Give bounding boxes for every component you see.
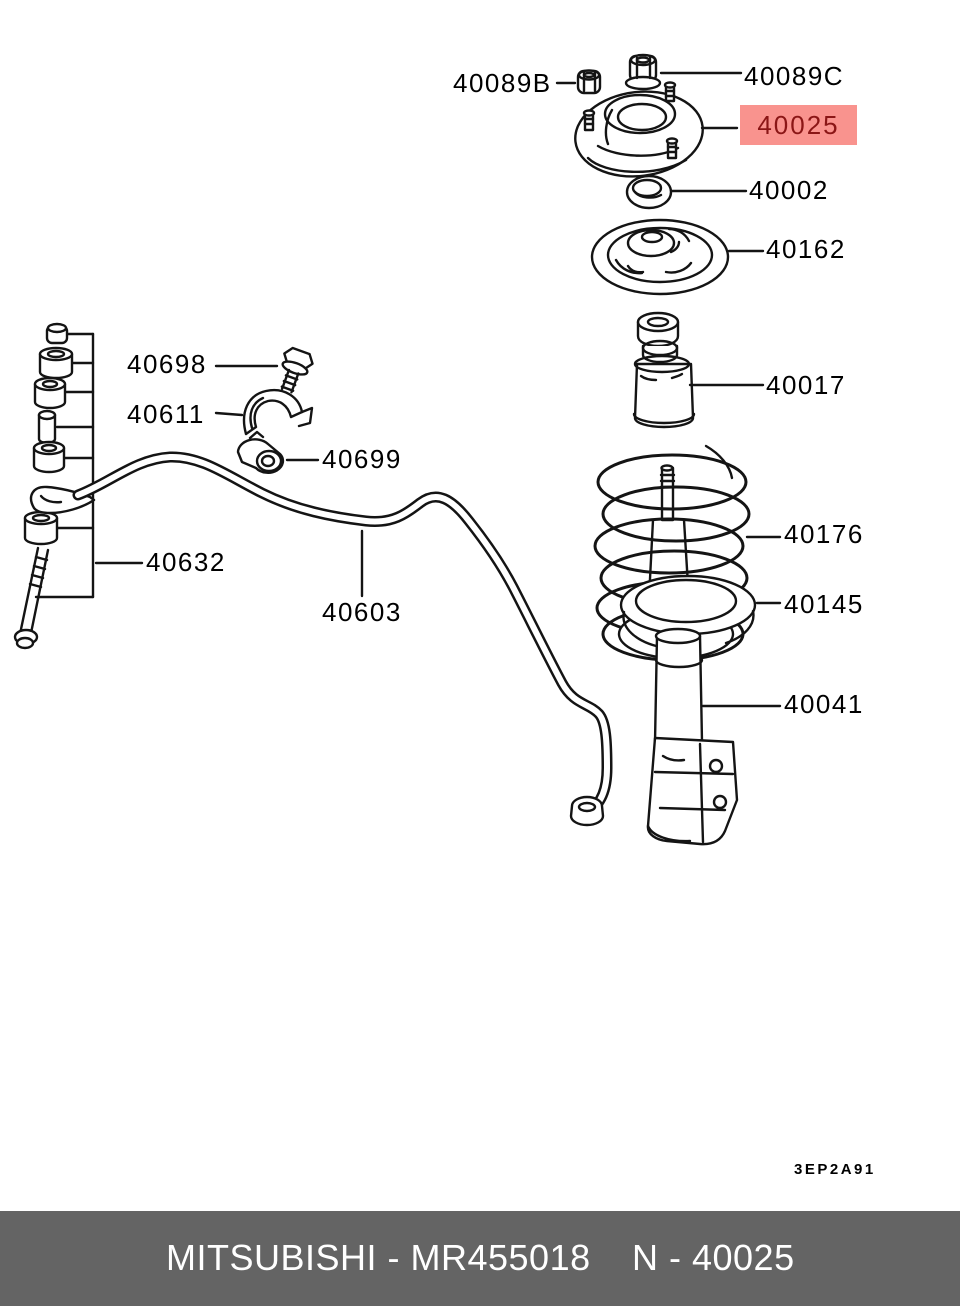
nut-40089c-icon (624, 53, 662, 91)
stabilizer-bracket-drawing (242, 388, 314, 436)
stabilizer-link-drawing (13, 322, 95, 650)
part-label-40002[interactable]: 40002 (749, 175, 829, 205)
footer-n-code: N - 40025 (632, 1236, 795, 1278)
part-label-40611[interactable]: 40611 (127, 399, 205, 429)
part-label-40603[interactable]: 40603 (322, 597, 402, 627)
stabilizer-bar-drawing (29, 451, 613, 827)
footer-bar: MITSUBISHI - MR455018 N - 40025 (0, 1211, 960, 1306)
part-label-40699[interactable]: 40699 (322, 444, 402, 474)
nut-40089b-icon (576, 69, 602, 95)
part-label-40698[interactable]: 40698 (127, 349, 207, 379)
part-label-40041[interactable]: 40041 (784, 689, 864, 719)
part-label-40017[interactable]: 40017 (766, 370, 846, 400)
stabilizer-bushing-drawing (236, 430, 285, 474)
spring-seat-upper-drawing (590, 218, 730, 296)
part-label-40025-highlighted[interactable]: 40025 (740, 105, 857, 145)
strut-assembly-drawing (646, 627, 739, 846)
plate-code: 3EP2A91 (794, 1161, 876, 1178)
stabilizer-bolt-drawing (280, 346, 314, 394)
leader-lines (94, 71, 782, 708)
part-label-40089b[interactable]: 40089B (453, 68, 552, 98)
dust-cover-drawing (632, 311, 696, 429)
part-label-40145[interactable]: 40145 (784, 589, 864, 619)
part-label-40089c[interactable]: 40089C (744, 61, 845, 91)
part-label-40162[interactable]: 40162 (766, 234, 846, 264)
strut-mount-drawing (574, 81, 704, 178)
footer-brand-part: MITSUBISHI - MR455018 (166, 1236, 591, 1278)
part-label-40176[interactable]: 40176 (784, 519, 864, 549)
part-label-40632[interactable]: 40632 (146, 547, 226, 577)
bearing-drawing (625, 174, 673, 210)
